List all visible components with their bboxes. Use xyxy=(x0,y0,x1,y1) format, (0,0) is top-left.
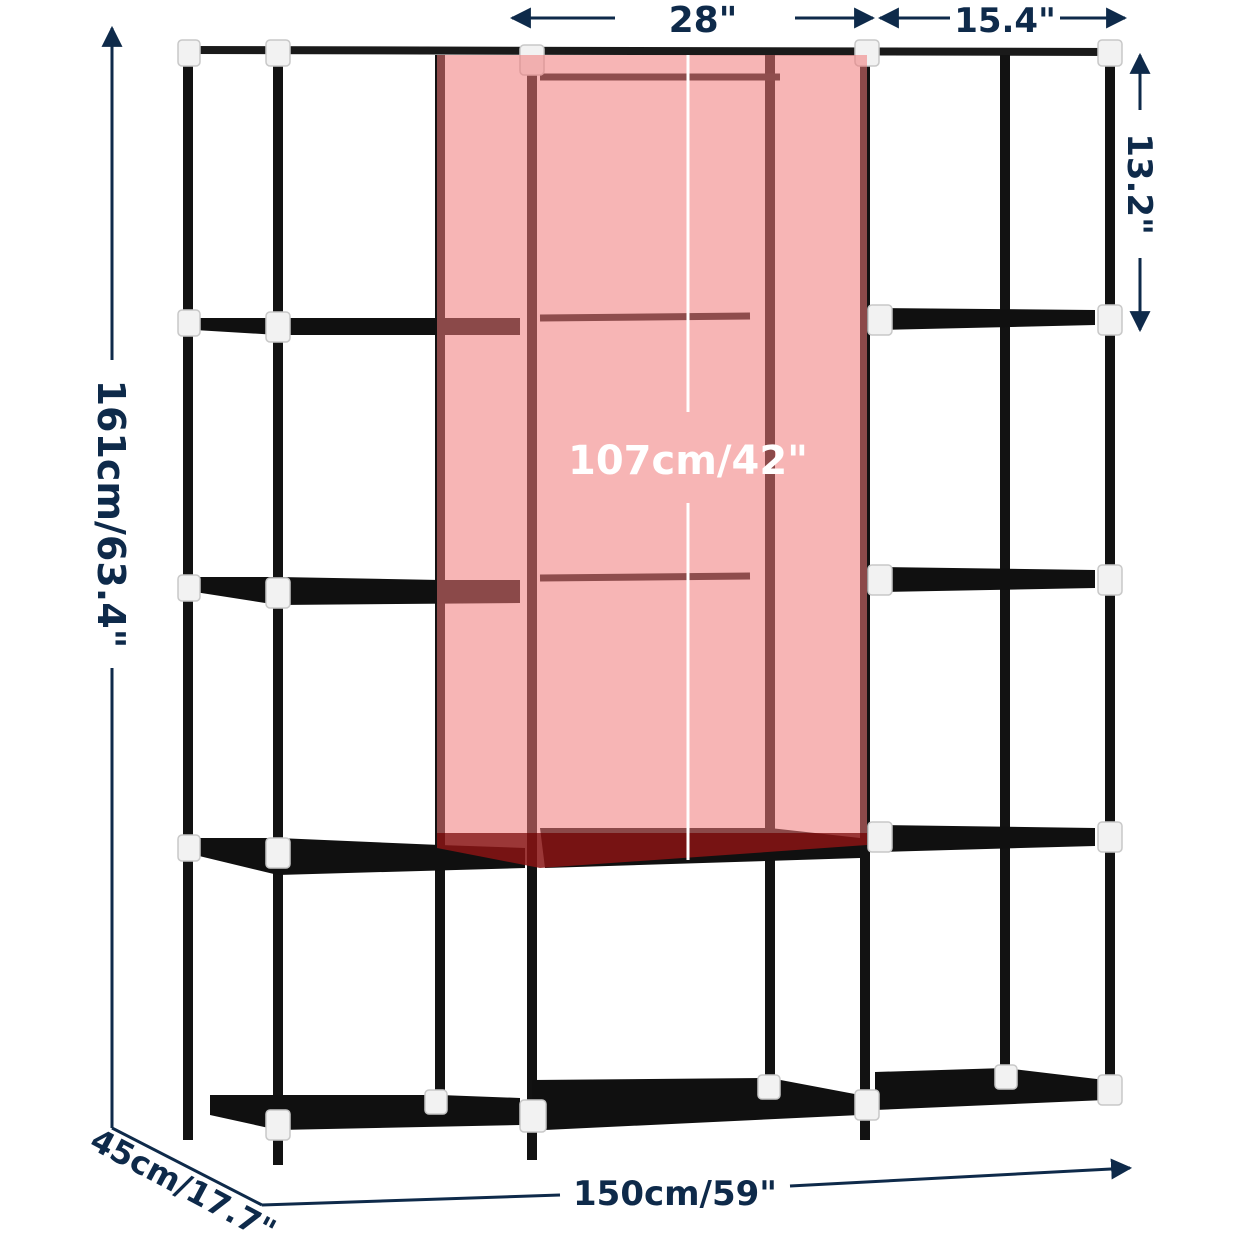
hanging-height-label: 107cm/42" xyxy=(568,438,808,484)
shelf-height-label: 13.2" xyxy=(1119,133,1159,235)
total-width-left-line xyxy=(261,1193,561,1207)
connector xyxy=(265,39,291,67)
shelf xyxy=(880,567,1095,592)
shelf xyxy=(880,308,1095,330)
connector xyxy=(265,311,291,343)
connector xyxy=(1097,564,1123,596)
total-width-right-arrow xyxy=(789,1158,1133,1188)
hanging-width-label: 28" xyxy=(669,0,738,41)
connector xyxy=(177,834,201,862)
shelf xyxy=(878,825,1095,852)
connector xyxy=(265,1109,291,1141)
side-width-label: 15.4" xyxy=(954,1,1056,41)
connector xyxy=(854,1089,880,1121)
connector xyxy=(867,564,893,596)
connector xyxy=(867,304,893,336)
hanging-section-highlight xyxy=(437,55,867,833)
connector xyxy=(1097,821,1123,853)
shelf xyxy=(210,1095,520,1130)
shelf xyxy=(532,1078,860,1130)
connector xyxy=(177,39,201,67)
hanging-section-bottom xyxy=(437,833,867,868)
connector xyxy=(994,1064,1018,1090)
shelf xyxy=(875,1068,1105,1110)
connector xyxy=(867,821,893,853)
total-height-label: 161cm/63.4" xyxy=(89,380,133,649)
connector xyxy=(1097,39,1123,67)
connector xyxy=(424,1089,448,1115)
connector xyxy=(1097,304,1123,336)
connector xyxy=(519,1099,547,1133)
top-rails xyxy=(189,46,1116,56)
depth-line xyxy=(111,1126,263,1207)
total-width-label: 150cm/59" xyxy=(573,1174,777,1214)
dimension-lines xyxy=(101,7,1151,1207)
connector xyxy=(1097,1074,1123,1106)
connector xyxy=(177,574,201,602)
connector xyxy=(177,309,201,337)
connector xyxy=(265,837,291,869)
connector xyxy=(265,577,291,609)
connector xyxy=(757,1074,781,1100)
